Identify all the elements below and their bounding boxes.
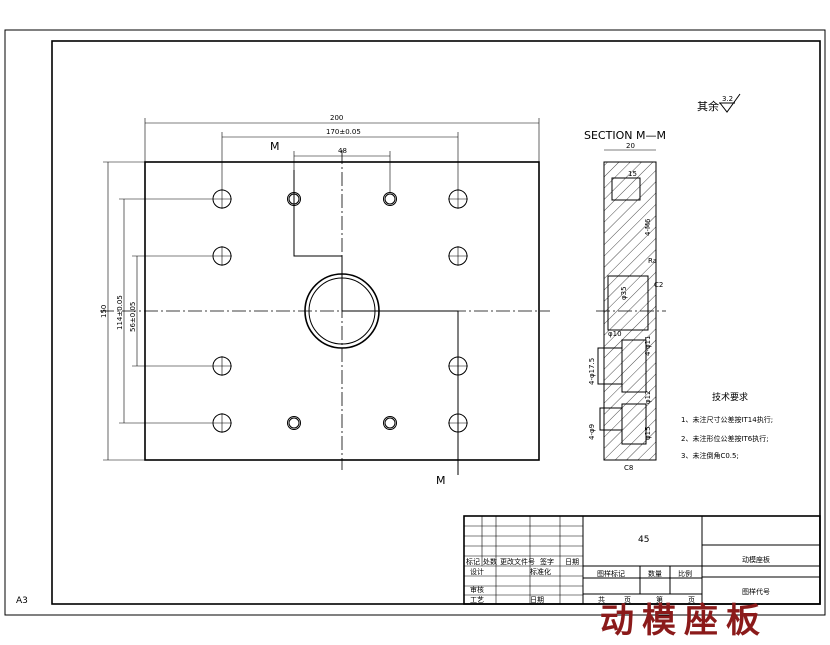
dim-overall-width: 200 [330,114,343,122]
dim-overall-height: 150 [100,305,108,318]
svg-text:签字: 签字 [540,557,554,566]
svg-text:φ12: φ12 [644,390,652,404]
svg-text:C2: C2 [654,281,663,289]
outer-border [4,29,826,616]
dim-inner-spacing: 48 [338,147,347,155]
dim-hole-spacing: 170±0.05 [326,128,361,136]
svg-text:4-M6: 4-M6 [644,218,652,236]
svg-text:页: 页 [688,596,695,604]
svg-text:第: 第 [656,595,663,604]
svg-text:图样标记: 图样标记 [597,569,625,578]
section-cut-line [293,170,459,475]
tech-item-2: 2、未注形位公差按IT6执行; [681,434,769,443]
section-marker-bottom: M [436,474,446,487]
svg-text:其余: 其余 [697,99,719,113]
svg-text:共: 共 [598,595,605,604]
tech-item-3: 3、未注倒角C0.5; [681,451,739,460]
tech-item-1: 1、未注尺寸公差按IT14执行; [681,415,773,424]
svg-text:处数: 处数 [483,557,497,566]
svg-text:更改文件号: 更改文件号 [500,557,535,566]
svg-text:φ15: φ15 [644,426,652,440]
title-block: 标记 处数 更改文件号 签字 日期 设计 标准化 审核 工艺 日期 图样标记 数… [463,515,821,605]
sheet-size-label: A3 [16,596,28,606]
svg-text:标准化: 标准化 [530,567,551,576]
svg-text:审核: 审核 [470,585,484,594]
section-view: SECTION M—M 20 15 4-M6 Ra C2 φ35 φ10 4-φ… [584,129,666,472]
svg-text:φ10: φ10 [608,330,622,338]
svg-text:图样代号: 图样代号 [742,587,770,596]
svg-text:Ra: Ra [648,257,657,265]
svg-text:φ35: φ35 [620,286,628,300]
dim-vert-inner: 56±0.05 [129,302,137,332]
section-marker-top: M [270,140,280,153]
tech-heading: 技术要求 [712,391,748,403]
svg-text:4-φ17.5: 4-φ17.5 [588,358,596,385]
svg-text:4-φ11: 4-φ11 [644,335,652,356]
svg-text:数量: 数量 [648,569,662,578]
section-title: SECTION M—M [584,129,666,142]
dim-thickness: 20 [626,142,635,150]
svg-text:4-φ9: 4-φ9 [588,424,596,440]
svg-text:设计: 设计 [470,567,484,576]
svg-text:动模座板: 动模座板 [742,555,770,564]
svg-text:3.2: 3.2 [722,95,733,103]
inner-frame [51,40,821,605]
tech-requirements: 技术要求 1、未注尺寸公差按IT14执行; 2、未注形位公差按IT6执行; 3、… [681,391,773,460]
svg-text:日期: 日期 [530,596,544,604]
svg-text:比例: 比例 [678,569,692,578]
roughness-note: 其余 3.2 [697,93,741,113]
svg-text:15: 15 [628,170,637,178]
svg-text:工艺: 工艺 [470,596,484,604]
plan-view: M M 200 170±0.05 48 150 114±0.05 56±0.05 [100,114,550,487]
material-label: 45 [638,535,649,545]
part-name-banner: 动模座板 [600,601,768,641]
dim-vert-outer: 114±0.05 [116,295,124,330]
svg-text:日期: 日期 [565,558,579,566]
svg-text:C8: C8 [624,464,633,472]
svg-text:页: 页 [624,596,631,604]
svg-text:标记: 标记 [466,557,480,566]
